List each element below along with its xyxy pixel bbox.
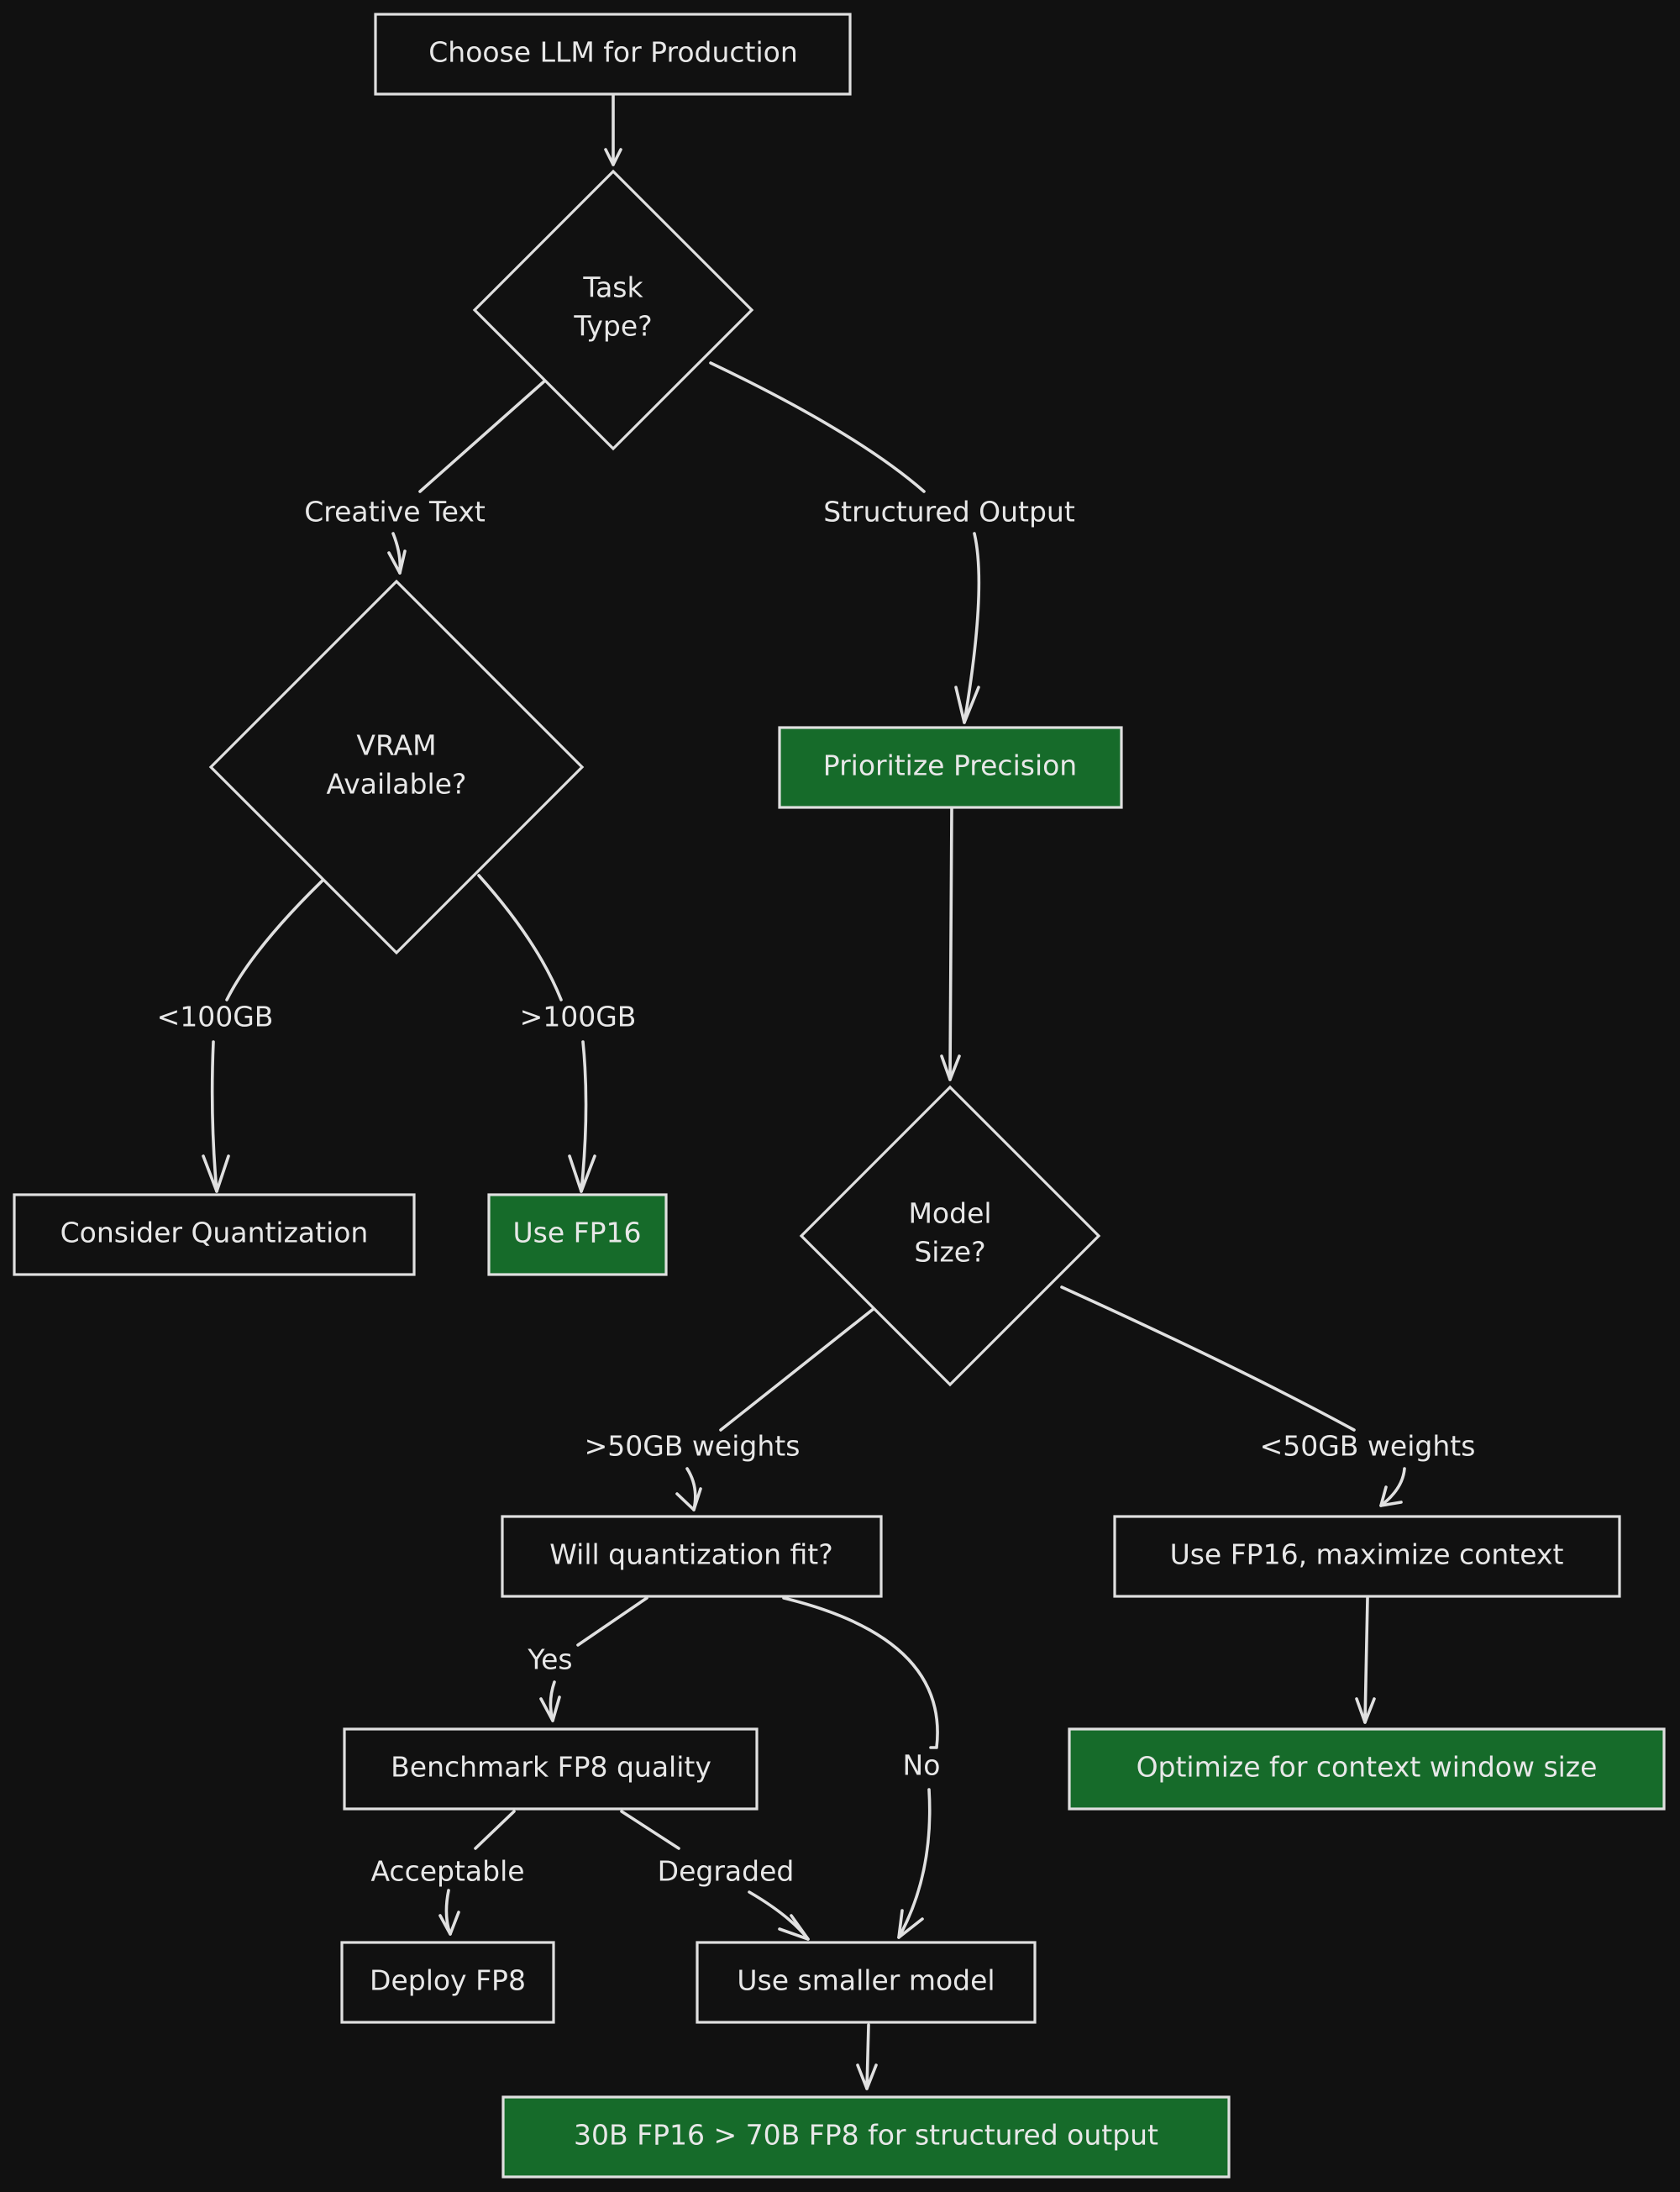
node-vram-available: VRAM Available? [208,579,585,955]
arrowhead [568,1154,596,1193]
node-use-fp16-maximize-context: Use FP16, maximize context [1113,1515,1621,1598]
edges [202,92,1406,2090]
node-use-smaller-model: Use smaller model [696,1941,1037,2024]
edge-label-creative-text: Creative Text [304,496,486,528]
edge-label-gt-50gb: >50GB weights [585,1430,801,1463]
edge-label-acceptable: Acceptable [370,1855,524,1888]
arrowhead [954,686,980,724]
node-label: Optimize for context window size [1137,1751,1598,1784]
arrowhead [202,1154,230,1193]
node-label: Use FP16 [512,1217,641,1249]
node-label: Benchmark FP8 quality [391,1751,711,1784]
arrowhead [1379,1485,1403,1507]
node-label: Choose LLM for Production [428,36,798,69]
node-model-size: Model Size? [799,1085,1101,1387]
node-will-quantization-fit: Will quantization fit? [501,1515,883,1598]
edge-vram-to-quantization [210,879,324,1193]
node-label-line1: Task [582,271,643,304]
node-label-line1: VRAM [356,729,436,762]
arrowhead [1355,1697,1376,1724]
arrowhead [940,1054,961,1081]
edge-label-lt-50gb: <50GB weights [1260,1430,1476,1463]
edge-willfit-to-smaller [782,1596,939,1939]
arrowhead [387,549,407,575]
node-use-fp16: Use FP16 [487,1193,668,1276]
edge-labels: Creative Text Structured Output <100GB >… [157,496,1476,1888]
node-label: Deploy FP8 [370,1964,526,1997]
node-prioritize-precision: Prioritize Precision [778,726,1123,809]
node-task-type: Task Type? [472,169,754,451]
node-consider-quantization: Consider Quantization [13,1193,416,1276]
arrowhead [897,1909,924,1939]
edge-smaller-to-final [865,2023,870,2090]
arrowhead [539,1695,561,1722]
node-final-recommendation: 30B FP16 > 70B FP8 for structured output [501,2095,1231,2179]
node-label-line2: Type? [573,310,652,343]
edge-modelsize-to-fp16context [1060,1285,1406,1507]
node-label: 30B FP16 > 70B FP8 for structured output [574,2119,1158,2152]
node-optimize-context: Optimize for context window size [1068,1727,1666,1811]
edge-label-lt-100gb: <100GB [157,1001,274,1033]
edge-task-to-precision [709,361,981,724]
node-label: Use smaller model [737,1964,995,1997]
edge-modelsize-to-willfit [685,1303,880,1511]
node-choose-llm: Choose LLM for Production [374,13,852,96]
edge-label-structured-output: Structured Output [823,496,1075,528]
edge-label-gt-100gb: >100GB [520,1001,637,1033]
edge-label-yes: Yes [527,1643,572,1676]
node-benchmark-fp8: Benchmark FP8 quality [343,1727,759,1811]
arrowhead [856,2063,878,2090]
node-label: Use FP16, maximize context [1170,1538,1564,1571]
node-label-line2: Available? [327,768,467,801]
node-label-line1: Model [908,1197,991,1230]
edge-label-degraded: Degraded [658,1855,795,1888]
edge-label-no: No [903,1749,941,1782]
arrowhead [438,1911,460,1936]
edge-fp16context-to-optimize [1363,1596,1369,1724]
node-deploy-fp8: Deploy FP8 [340,1941,555,2024]
node-label: Consider Quantization [60,1217,369,1249]
nodes: Choose LLM for Production Task Type? VRA… [13,13,1666,2179]
node-label: Prioritize Precision [823,749,1077,782]
node-label: Will quantization fit? [549,1538,833,1571]
arrowhead [675,1487,702,1511]
arrowhead [778,1914,810,1941]
edge-task-to-vram [391,378,548,575]
arrowhead [604,148,622,166]
node-label-line2: Size? [914,1236,985,1269]
edge-precision-to-modelsize [948,807,953,1081]
edge-vram-to-fp16 [477,874,588,1193]
